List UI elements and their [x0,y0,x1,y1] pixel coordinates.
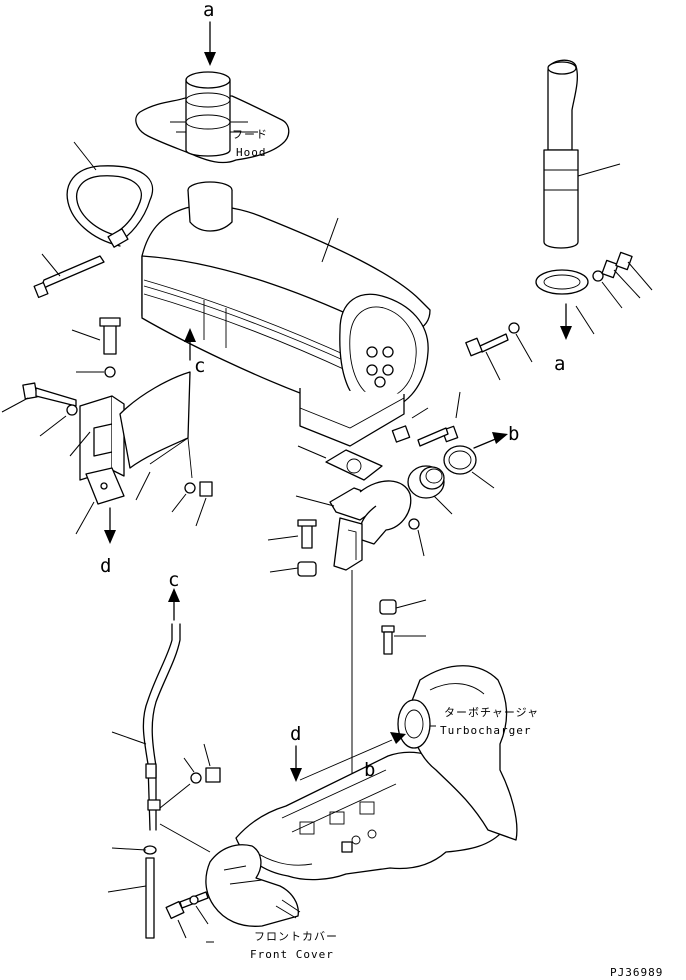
muffler [141,181,431,447]
arrow-b-flange [473,432,508,449]
arrow-a-side [560,303,572,340]
front-cover-bolt [165,891,214,943]
label-c-muffler: c [194,355,205,377]
pipe-seal-ring [407,445,495,515]
exhaust-elbow [295,480,425,571]
hood-part [135,71,290,164]
label-b-turbo: b [364,759,375,781]
pipe-clip-nut [159,743,221,809]
tail-pipe-bolt [465,322,533,381]
band-clamp [66,141,154,248]
flange-bolt [391,391,461,447]
front-cover-caption-en: Front Cover [250,948,334,961]
arrow-a-top [204,21,216,66]
exhaust-pipe-rod [107,623,181,939]
gasket [297,445,383,481]
washer-nut-right [592,251,653,309]
label-a-side: a [554,353,565,375]
exhaust-manifold [235,751,511,881]
bracket-bolts [71,317,121,378]
arrow-d-engine [290,745,302,782]
arrow-c-pipe [168,588,180,621]
arrow-b-turbo [299,732,406,781]
arrow-c-muffler [184,328,196,361]
clamp-bolt [33,253,105,299]
arrow-d-bracket [104,507,116,544]
elbow-bolts [267,519,317,577]
muffler-bracket [69,371,193,535]
hood-caption-jp: フード [232,128,268,141]
label-b-flange: b [508,423,519,445]
tail-pipe [543,59,621,249]
washer-nut-left [171,481,213,527]
label-a-top: a [203,0,214,21]
turbo-caption-en: Turbocharger [440,724,531,737]
lower-nut-bolt [379,599,427,655]
drawing-code: PJ36989 [610,966,663,979]
front-cover [159,823,301,927]
bracket-side-bolt [1,382,78,437]
turbocharger [397,665,518,841]
front-cover-caption-jp: フロントカバー [254,930,338,943]
label-c-pipe: c [168,569,179,591]
label-d-bracket: d [100,555,111,577]
turbo-caption-jp: ターボチャージャ [444,706,539,719]
label-d-engine: d [290,723,301,745]
hood-caption-en: Hood [236,146,267,159]
tail-pipe-clamp [535,269,595,335]
